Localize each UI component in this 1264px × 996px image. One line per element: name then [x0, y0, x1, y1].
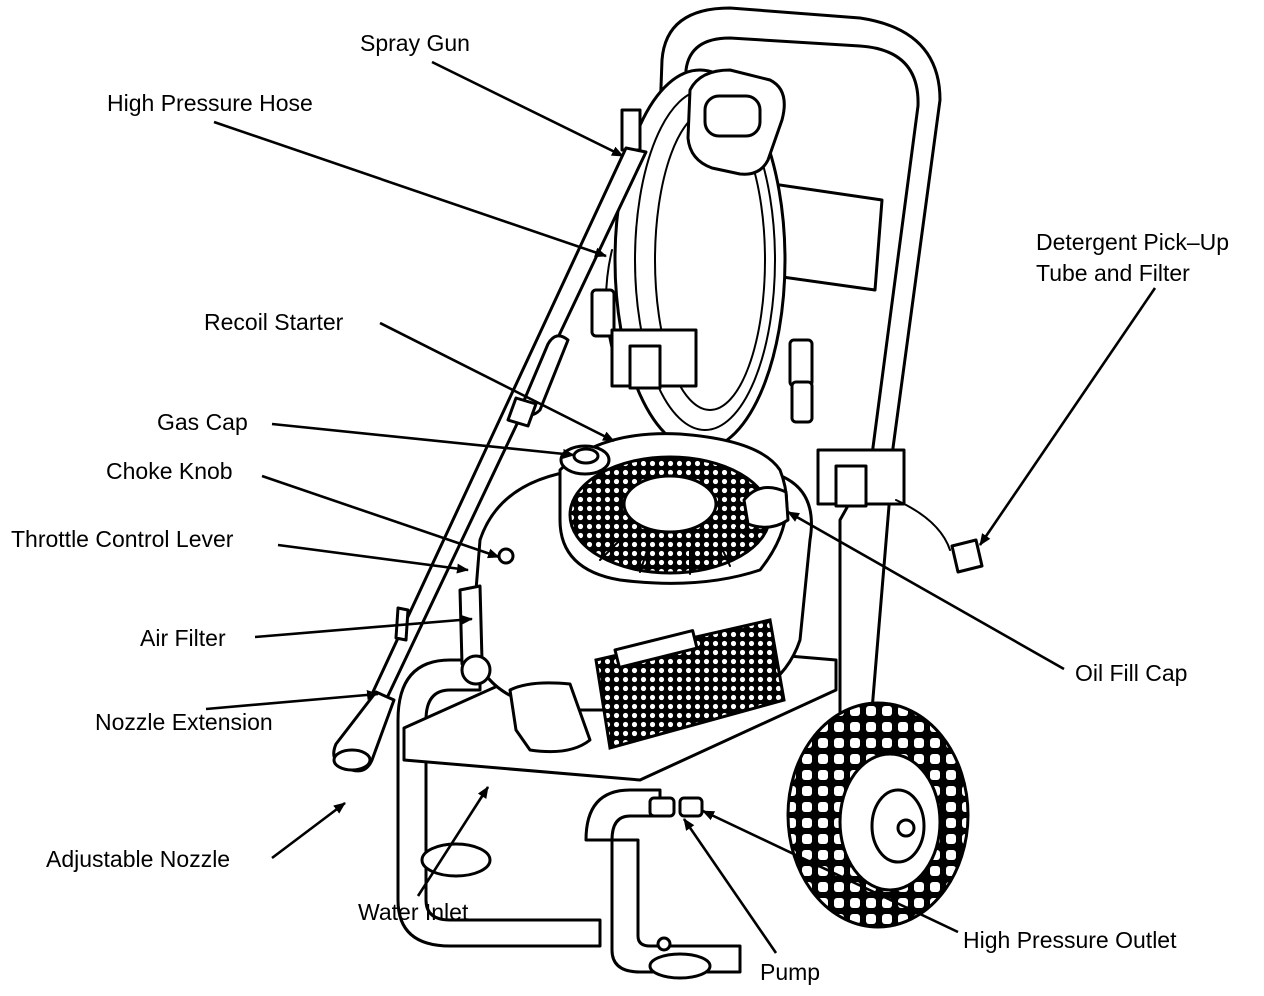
- nozzle-extension-wand: [332, 146, 648, 773]
- wheel: [786, 701, 970, 929]
- detergent-tube: [895, 499, 984, 574]
- label-nozzle-extension: Nozzle Extension: [95, 709, 273, 735]
- label-spray-gun: Spray Gun: [360, 30, 470, 56]
- label-oil-fill-cap: Oil Fill Cap: [1075, 660, 1188, 686]
- label-air-filter: Air Filter: [140, 625, 226, 651]
- label-adjustable-nozzle: Adjustable Nozzle: [46, 846, 231, 872]
- pump-housing: [508, 618, 786, 754]
- spray-gun: [620, 68, 786, 176]
- leader-lines: [205, 60, 1157, 954]
- label-detergent-pickup-line1: Detergent Pick–Up: [1036, 229, 1230, 255]
- label-throttle-control-lever: Throttle Control Lever: [11, 526, 234, 552]
- label-detergent-pickup-line2: Tube and Filter: [1036, 260, 1190, 286]
- label-water-inlet: Water Inlet: [358, 899, 469, 925]
- label-high-pressure-outlet: High Pressure Outlet: [963, 927, 1177, 953]
- label-choke-knob: Choke Knob: [106, 458, 233, 484]
- pump-fittings: [648, 796, 704, 818]
- label-recoil-starter: Recoil Starter: [204, 309, 344, 335]
- frame-clamps: [610, 328, 906, 508]
- label-gas-cap: Gas Cap: [157, 409, 248, 435]
- label-high-pressure-hose: High Pressure Hose: [107, 90, 313, 116]
- label-pump: Pump: [760, 959, 821, 985]
